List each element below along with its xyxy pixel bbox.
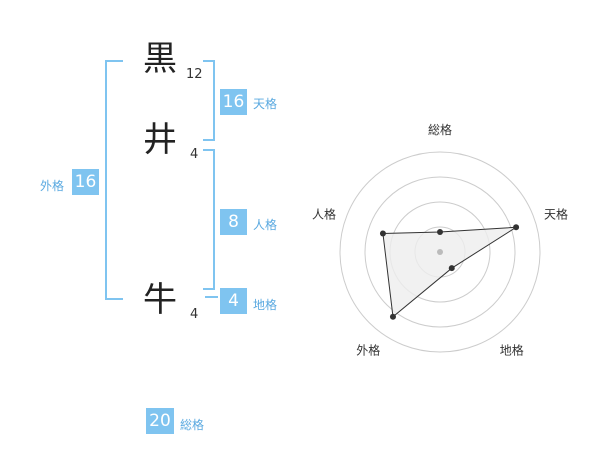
tenkaku-bracket [203,60,215,141]
soukaku-value-badge: 20 [146,408,174,434]
name-char-1: 黒 [143,39,177,79]
radar-center-dot [437,249,443,255]
radar-point-3 [389,313,396,320]
chikaku-value-badge: 4 [220,288,247,314]
stroke-count-1: 12 [186,67,203,82]
radar-point-1 [513,224,520,231]
jinkaku-label: 人格 [253,218,278,232]
gaikaku-label: 外格 [40,179,65,193]
radar-ring [339,151,541,353]
radar-series-polygon [382,226,517,318]
chikaku-label: 地格 [253,298,278,312]
jinkaku-bracket [203,149,215,290]
tenkaku-value-badge: 16 [220,89,247,115]
stroke-count-2: 4 [190,147,199,162]
radar-axis-label-2: 地格 [500,343,524,358]
radar-axis-label-1: 天格 [544,206,568,221]
chikaku-connector [205,296,218,298]
radar-point-0 [437,229,443,235]
gaikaku-value-badge: 16 [72,169,99,195]
radar-axis-label-3: 外格 [356,343,380,358]
jinkaku-value-badge: 8 [220,209,247,235]
gaikaku-bracket [105,60,123,300]
radar-point-2 [448,265,455,272]
name-char-3: 牛 [143,280,177,320]
soukaku-label: 総格 [180,418,205,432]
radar-axis-label-0: 総格 [428,122,452,137]
radar-points [379,224,520,320]
stroke-count-3: 4 [190,307,199,322]
radar-ring [364,176,516,328]
name-char-2: 井 [143,120,177,160]
radar-point-4 [379,230,386,237]
tenkaku-label: 天格 [253,97,278,111]
radar-axis-label-4: 人格 [312,206,336,221]
